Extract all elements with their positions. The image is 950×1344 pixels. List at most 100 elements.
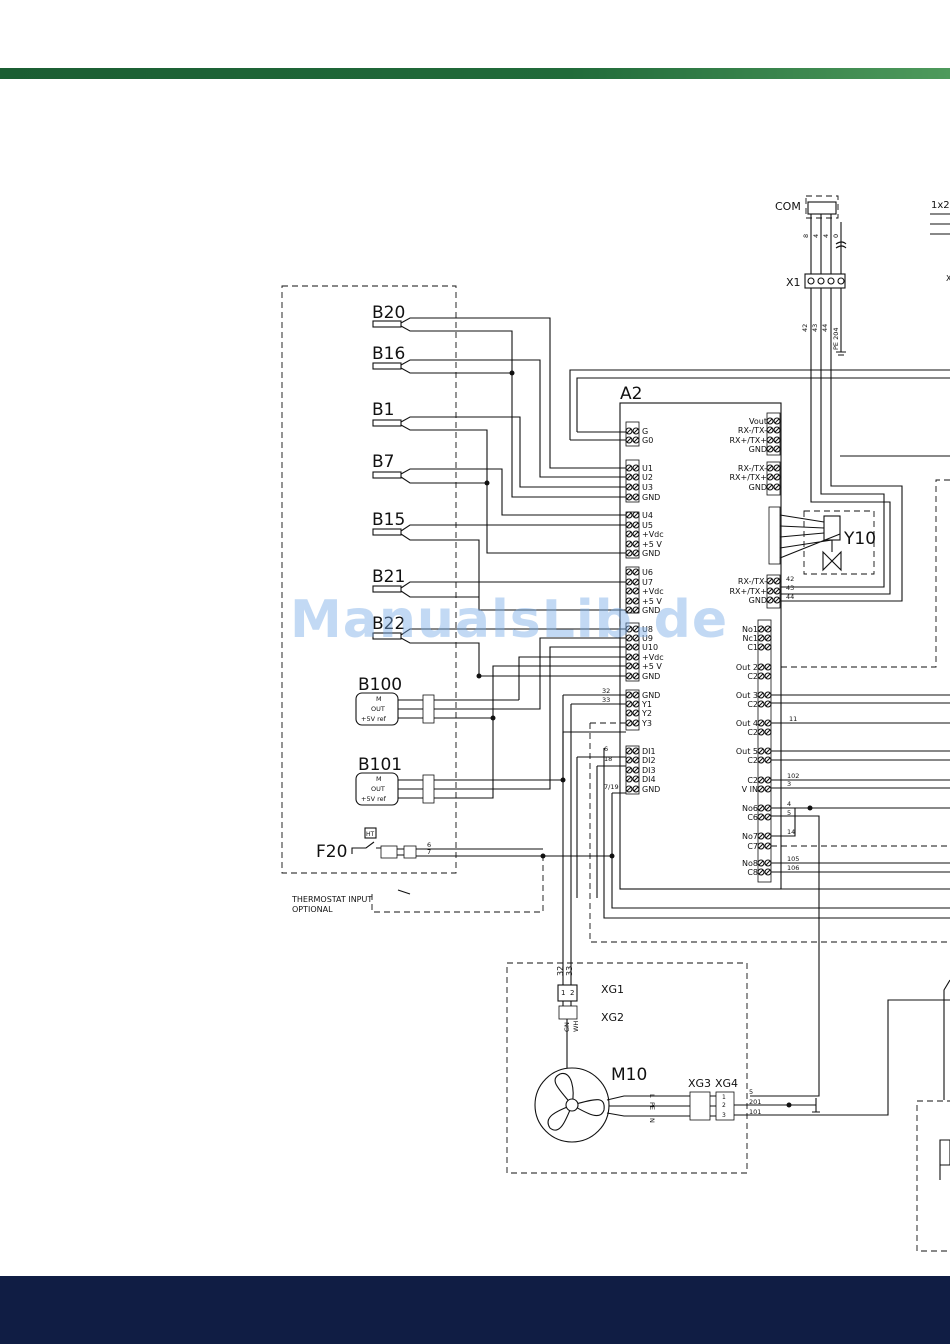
a2-pin-label: C2 [747,728,758,737]
a2-pin-label: U9 [642,634,653,643]
a2-pin-label: U6 [642,568,653,577]
svg-text:6: 6 [604,745,608,753]
ferrite-icon [835,241,847,249]
svg-text:3: 3 [787,780,791,788]
terminal-screw [757,663,765,671]
a2-pin-label: C2 [747,672,758,681]
ground-icon [836,288,846,356]
svg-text:2: 2 [570,989,574,997]
com-label: COM [775,200,801,213]
terminal-screw [632,493,640,501]
a2-pin-label: RX+/TX+ [729,473,767,482]
terminal-screw [632,521,640,529]
wire-number: PE 204 [832,328,840,351]
terminal-screw [773,426,781,434]
terminal-screw [773,596,781,604]
a2-pin-label: No6 [742,804,758,813]
a2-pin-label: C2 [747,776,758,785]
svg-text:OUT: OUT [371,705,385,713]
terminal-screw [625,775,633,783]
terminal-screw [632,747,640,755]
svg-text:18: 18 [604,755,612,763]
terminal-screw [757,842,765,850]
a2-pin-label: GND [749,483,767,492]
svg-text:6: 6 [427,841,431,849]
a2-pin-label: DI1 [642,747,656,756]
a2-pin-label: U4 [642,511,653,520]
a2-pin-label: U1 [642,464,653,473]
a2-pin-label: Nc1 [743,634,758,643]
xg2-label: XG2 [601,1011,624,1024]
y10-enclosure [803,510,875,575]
com-enclosure [805,195,839,219]
a2-pin-label: DI4 [642,775,656,784]
terminal-screw [764,643,772,651]
dashed-wire [781,479,950,668]
sensor-b22: B22 [372,614,626,677]
terminal-screw [625,747,633,755]
a2-pin-label: +5 V [642,597,662,606]
terminal-screw [632,606,640,614]
svg-text:14: 14 [787,828,795,836]
x1-terminal [804,273,846,289]
fan-control-wire [570,703,626,985]
svg-text:7: 7 [427,848,431,856]
terminal-screw [766,577,774,585]
sensor-b100: B100 M OUT +5V ref [355,637,626,726]
terminal-screw [632,700,640,708]
a2-pin-label: GND [749,596,767,605]
svg-text:+5V ref: +5V ref [361,715,387,723]
terminal-screw [632,436,640,444]
m10-label: M10 [611,1065,647,1085]
fan-enclosure [506,962,748,1174]
a2-pin-label: U3 [642,483,653,492]
a2-pin-label: Out 4 [736,719,758,728]
terminal-screw [773,483,781,491]
a2-pin-label: U10 [642,643,658,652]
terminal-screw [757,634,765,642]
svg-text:2: 2 [722,1102,726,1109]
f20-label: F20 [316,842,347,862]
terminal-screw [632,549,640,557]
b15-label: B15 [372,510,405,530]
terminal-screw [773,436,781,444]
svg-text:32: 32 [602,687,610,695]
b7-label: B7 [372,452,394,472]
footer-band [0,1276,950,1344]
a2-pin-label: G [642,427,648,436]
com-connector [807,201,837,215]
a2-pin-label: Y1 [641,700,652,709]
a2-pin-label: +Vdc [642,587,664,596]
a2-pin-label: Out 5 [736,747,758,756]
svg-text:3: 3 [722,1112,726,1119]
terminal-screw [773,587,781,595]
a2-pin-label: RX-/TX- [738,577,767,586]
terminal-screw [632,464,640,472]
a2-pin-label: RX-/TX- [738,426,767,435]
terminal-screw [757,832,765,840]
terminal-screw [625,785,633,793]
terminal-screw [757,756,765,764]
terminal-screw [632,578,640,586]
a2-pin-label: +Vdc [642,653,664,662]
wire-number: 0 [832,234,840,238]
terminal-screw [766,587,774,595]
svg-text:M: M [376,775,382,783]
sensor-b1: B1 [372,400,626,554]
a2-pin-label: GND [642,672,660,681]
a2-pin-label: RX+/TX+ [729,436,767,445]
di-wire [576,756,626,898]
terminal-screw [766,473,774,481]
a2-pin-label: C2 [747,756,758,765]
a2-pin-label: GND [642,691,660,700]
supply-label: 1x23 [931,200,950,211]
terminal-screw [766,417,774,425]
terminal-screw [757,625,765,633]
terminal-screw [757,700,765,708]
sensor-b15: B15 [372,510,626,611]
wire-number: 4 [822,234,830,238]
svg-text:42: 42 [786,575,794,583]
terminal-screw [773,464,781,472]
terminal-screw [766,596,774,604]
terminal-screw [764,700,772,708]
